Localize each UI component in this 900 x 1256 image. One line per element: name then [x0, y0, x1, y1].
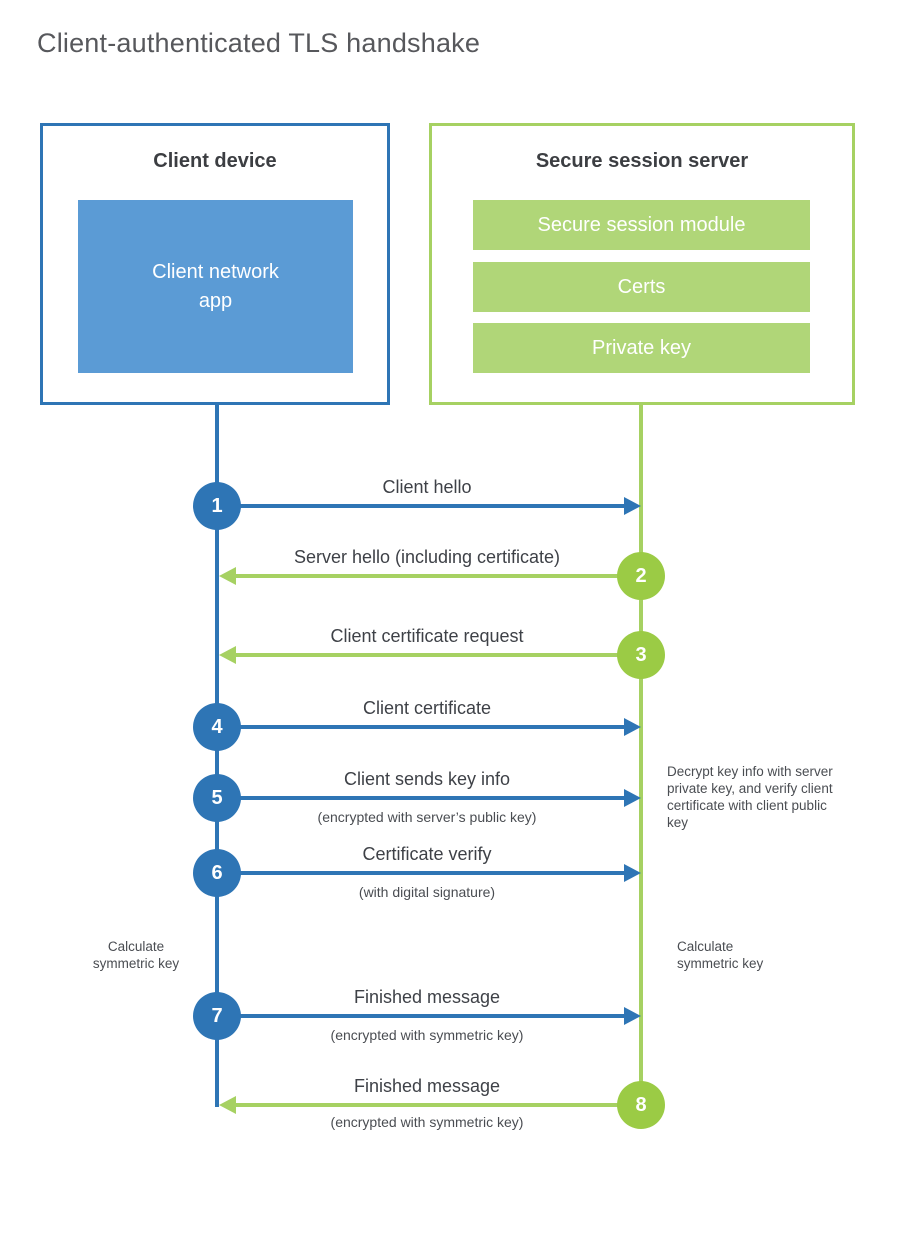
- step-5-label: Client sends key info: [343, 769, 511, 789]
- step-1-label: Client hello: [382, 477, 472, 497]
- server-box: Secure session server Secure session mod…: [429, 123, 855, 405]
- step-8-sublabel: (encrypted with symmetric key): [330, 1114, 524, 1130]
- step-7-sublabel: (encrypted with symmetric key): [330, 1027, 524, 1043]
- step-3-arrow-line: [235, 653, 623, 657]
- step-3-arrowhead-icon: [219, 646, 236, 664]
- step-6-label: Certificate verify: [362, 844, 492, 864]
- step-2-arrowhead-icon: [219, 567, 236, 585]
- step-1-circle: 1: [193, 482, 241, 530]
- step-5-arrowhead-icon: [624, 789, 641, 807]
- client-network-app-box: Client network app: [78, 200, 353, 373]
- module-bar-certs: Certs: [473, 262, 810, 312]
- calc-symmetric-key-right-note: Calculate symmetric key: [677, 939, 764, 971]
- step-5-circle: 5: [193, 774, 241, 822]
- step-3-label: Client certificate request: [330, 626, 524, 646]
- step-2-circle: 2: [617, 552, 665, 600]
- module-bar-secure-session: Secure session module: [473, 200, 810, 250]
- client-app-label-line2: app: [198, 289, 233, 312]
- client-device-box: Client device Client network app: [40, 123, 390, 405]
- step-5-arrow-line: [230, 796, 624, 800]
- server-lifeline: [639, 405, 643, 1105]
- decrypt-note: Decrypt key info with server private key…: [667, 764, 833, 830]
- step-6-circle: 6: [193, 849, 241, 897]
- step-6-arrow-line: [230, 871, 624, 875]
- calc-symmetric-key-left-note: Calculate symmetric key: [92, 939, 180, 971]
- step-2-arrow-line: [235, 574, 623, 578]
- step-4-circle: 4: [193, 703, 241, 751]
- step-8-arrowhead-icon: [219, 1096, 236, 1114]
- step-6-arrowhead-icon: [624, 864, 641, 882]
- step-1-arrowhead-icon: [624, 497, 641, 515]
- step-8-label: Finished message: [353, 1076, 501, 1096]
- step-2-label: Server hello (including certificate): [293, 547, 561, 567]
- step-7-arrowhead-icon: [624, 1007, 641, 1025]
- step-7-label: Finished message: [353, 987, 501, 1007]
- step-1-arrow-line: [230, 504, 624, 508]
- step-4-arrow-line: [230, 725, 624, 729]
- step-8-circle: 8: [617, 1081, 665, 1129]
- client-lifeline: [215, 405, 219, 1107]
- server-title: Secure session server: [535, 150, 749, 172]
- step-6-sublabel: (with digital signature): [358, 884, 496, 900]
- step-5-sublabel: (encrypted with server’s public key): [317, 809, 537, 825]
- step-8-arrow-line: [235, 1103, 623, 1107]
- client-app-label-line1: Client network: [152, 260, 279, 283]
- step-4-arrowhead-icon: [624, 718, 641, 736]
- page-title: Client-authenticated TLS handshake: [37, 28, 481, 58]
- client-device-title: Client device: [153, 150, 277, 172]
- step-7-arrow-line: [230, 1014, 624, 1018]
- step-3-circle: 3: [617, 631, 665, 679]
- step-4-label: Client certificate: [362, 698, 492, 718]
- step-7-circle: 7: [193, 992, 241, 1040]
- module-bar-private-key: Private key: [473, 323, 810, 373]
